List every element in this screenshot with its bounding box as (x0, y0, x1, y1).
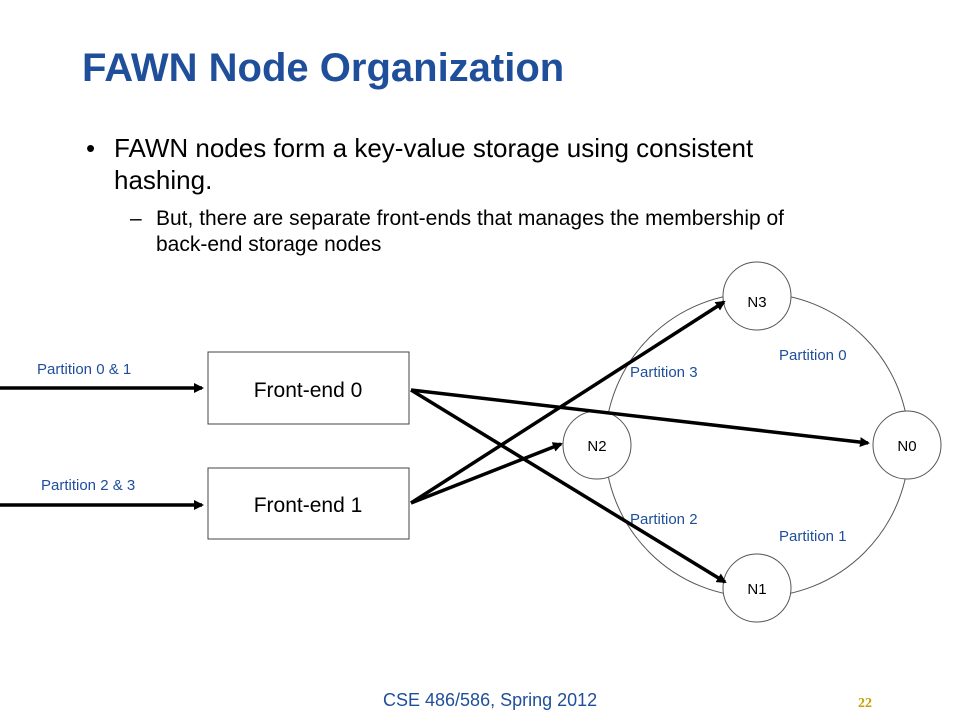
input-1-label: Partition 2 & 3 (41, 477, 135, 494)
partition-0-label: Partition 0 (779, 347, 847, 364)
partition-3-label: Partition 3 (630, 364, 698, 381)
frontend-1-label: Front-end 1 (254, 494, 363, 517)
frontend-0-label: Front-end 0 (254, 379, 363, 402)
hash-ring (604, 292, 910, 598)
partition-2-label: Partition 2 (630, 511, 698, 528)
fe1-to-n3-arrow (410, 300, 726, 505)
node-n1-label: N1 (747, 581, 766, 598)
node-n0-label: N0 (897, 438, 916, 455)
fe1-to-n2-arrow (410, 442, 563, 505)
input-0-label: Partition 0 & 1 (37, 361, 131, 378)
frontend-1-box (207, 467, 410, 540)
fe0-to-n0-arrow (410, 388, 870, 448)
frontend-0-box (207, 351, 410, 425)
fe0-to-n1-arrow (410, 388, 727, 584)
node-n2-label: N2 (587, 438, 606, 455)
page-number: 22 (858, 696, 872, 711)
node-n0-circle (872, 410, 942, 480)
footer: CSE 486/586, Spring 2012 (383, 690, 598, 710)
main-bullet-text: FAWN nodes form a key-value storage usin… (114, 133, 754, 195)
slide-title: FAWN Node Organization (82, 46, 565, 90)
bullet-marker: • (86, 133, 96, 163)
sub-bullet-marker: – (130, 207, 142, 230)
node-n3-label: N3 (747, 294, 766, 311)
node-n1-circle (722, 553, 792, 623)
partition-1-label: Partition 1 (779, 528, 847, 545)
node-n3-circle (722, 261, 792, 331)
sub-bullet-text: But, there are separate front-ends that … (156, 207, 785, 256)
